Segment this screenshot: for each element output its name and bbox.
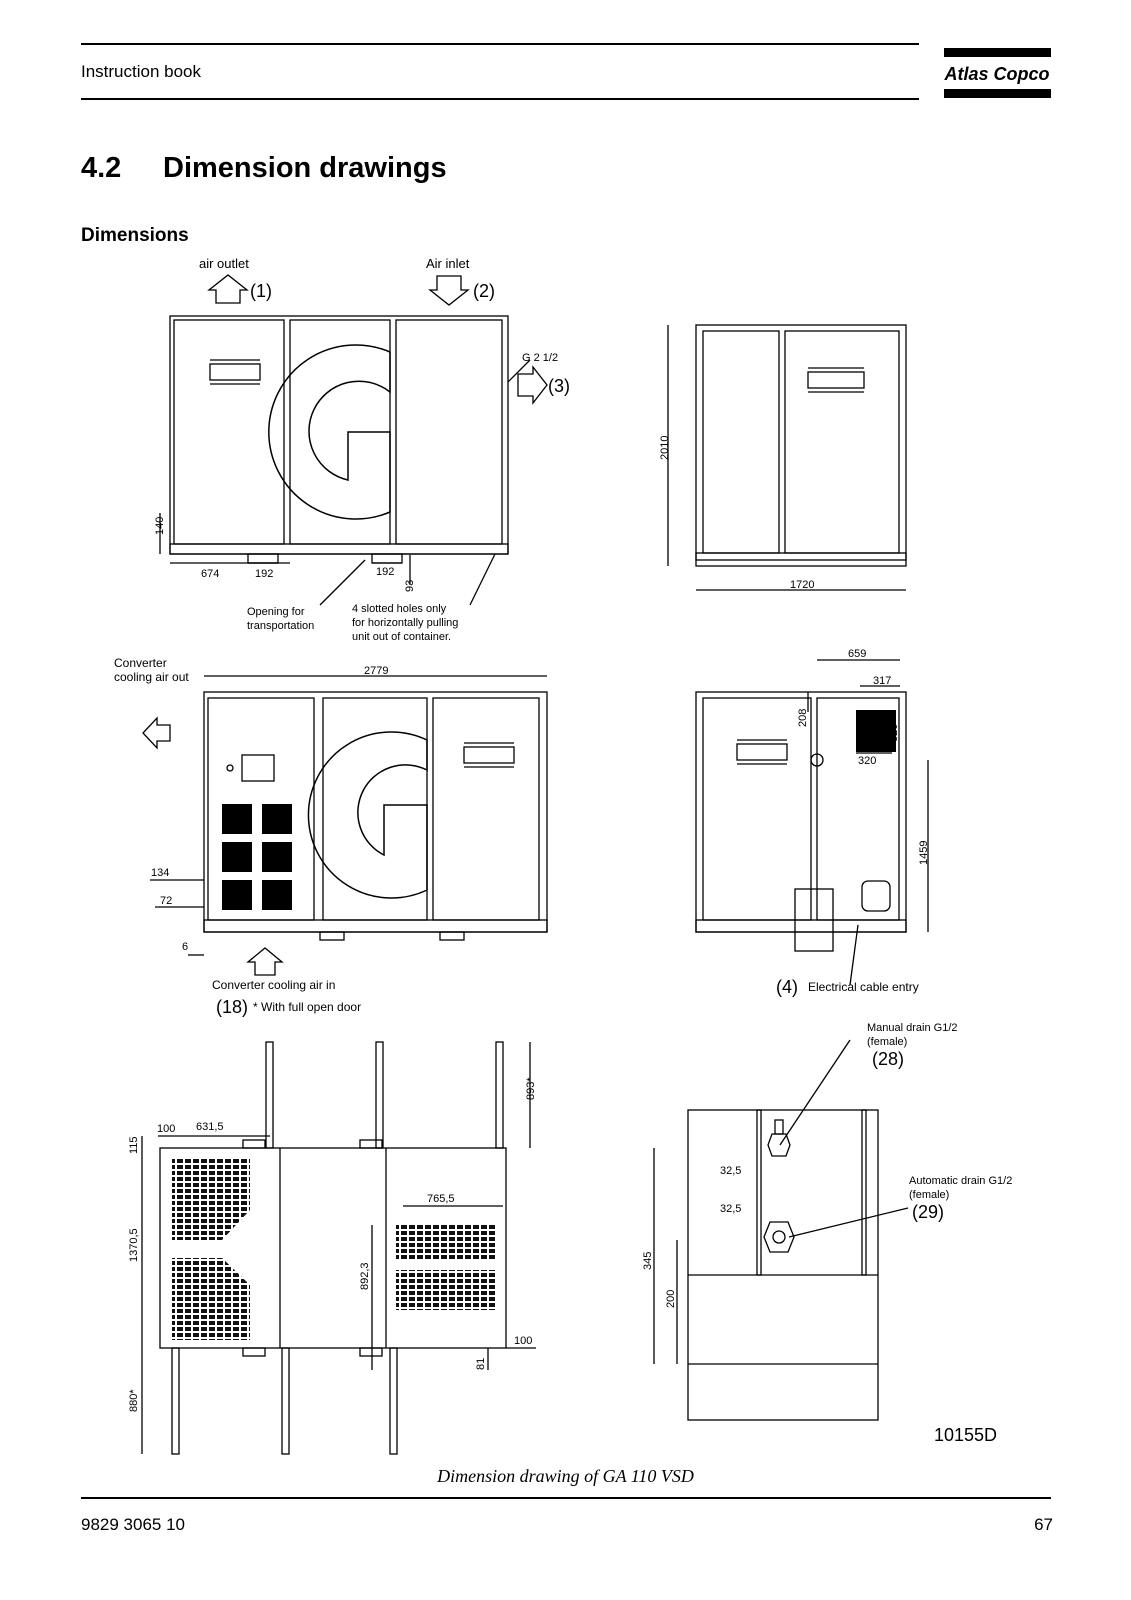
auto-drain-1: Automatic drain G1/2	[909, 1175, 1012, 1187]
figure-caption: Dimension drawing of GA 110 VSD	[437, 1466, 694, 1486]
converter-in-label: Converter cooling air in	[212, 978, 335, 992]
ref-3: (3)	[548, 376, 570, 396]
section-title-text: Dimension drawings	[163, 152, 447, 184]
dim-2779: 2779	[364, 665, 388, 677]
cable-entry-label: Electrical cable entry	[808, 980, 919, 994]
converter-out-2: cooling air out	[114, 670, 189, 684]
dim-32b: 32,5	[720, 1203, 741, 1215]
svg-text:Atlas Copco: Atlas Copco	[944, 64, 1050, 84]
dim-317: 317	[873, 675, 891, 687]
header-top-rule	[81, 43, 919, 45]
side-view-mid	[695, 659, 929, 986]
top-view	[159, 274, 548, 606]
front-view	[142, 675, 548, 976]
air-outlet-label: air outlet	[199, 256, 249, 271]
header-bottom-rule	[81, 98, 919, 100]
drawing-number: 10155D	[934, 1425, 997, 1445]
note-slotted-3: unit out of container.	[352, 631, 451, 643]
dim-893: 893*	[525, 1077, 537, 1100]
dim-115: 115	[128, 1136, 140, 1154]
dim-192b: 192	[376, 566, 394, 578]
converter-out-1: Converter	[114, 656, 167, 670]
dim-72: 72	[160, 895, 172, 907]
note-slotted-2: for horizontally pulling	[352, 617, 458, 629]
dim-93: 93	[404, 580, 416, 592]
dim-192a: 192	[255, 568, 273, 580]
dim-659: 659	[848, 648, 866, 660]
dim-140: 140	[154, 517, 166, 535]
dim-200: 200	[665, 1290, 677, 1308]
dim-100b: 100	[514, 1335, 532, 1347]
dim-1459: 1459	[918, 841, 930, 865]
plan-view	[141, 1041, 536, 1455]
note-transport-2: transportation	[247, 620, 314, 632]
ref-18: (18)	[216, 997, 248, 1017]
ref-2: (2)	[473, 281, 495, 301]
auto-drain-2: (female)	[909, 1189, 949, 1201]
dim-1370: 1370,5	[128, 1228, 140, 1262]
header-text: Instruction book	[81, 62, 202, 81]
dim-765: 765,5	[427, 1193, 455, 1205]
dim-32a: 32,5	[720, 1165, 741, 1177]
ref-4: (4)	[776, 977, 798, 997]
ref-29: (29)	[912, 1202, 944, 1222]
section-title: 4.2 Dimension drawings	[81, 152, 447, 185]
atlas-copco-logo: Atlas Copco	[944, 48, 1051, 98]
dim-100a: 100	[157, 1123, 175, 1135]
dim-880: 880*	[128, 1389, 140, 1412]
manual-drain-2: (female)	[867, 1036, 907, 1048]
dim-320h: 320	[858, 755, 876, 767]
subheading: Dimensions	[81, 225, 189, 246]
dim-345: 345	[642, 1252, 654, 1270]
full-open-note: * With full open door	[253, 1000, 361, 1014]
ref-1: (1)	[250, 281, 272, 301]
dim-6: 6	[182, 941, 188, 953]
ref-28: (28)	[872, 1049, 904, 1069]
air-inlet-label: Air inlet	[426, 256, 470, 271]
note-transport-1: Opening for	[247, 606, 305, 618]
drain-view	[653, 1039, 909, 1421]
note-slotted-1: 4 slotted holes only	[352, 603, 447, 615]
document-number: 9829 3065 10	[81, 1515, 185, 1534]
dim-1720: 1720	[790, 579, 814, 591]
dim-892: 892,3	[359, 1262, 371, 1290]
dim-2010: 2010	[659, 436, 671, 460]
dim-134: 134	[151, 867, 169, 879]
side-view-top	[667, 324, 907, 591]
dim-674: 674	[201, 568, 219, 580]
section-number: 4.2	[81, 152, 122, 184]
dim-320v: 320	[888, 724, 900, 742]
dim-81: 81	[475, 1358, 487, 1370]
manual-drain-1: Manual drain G1/2	[867, 1022, 958, 1034]
page-number: 67	[1034, 1515, 1053, 1534]
dim-631: 631,5	[196, 1121, 224, 1133]
thread-label: G 2 1/2	[522, 352, 558, 364]
footer-rule	[81, 1497, 1051, 1499]
dim-208: 208	[797, 709, 809, 727]
